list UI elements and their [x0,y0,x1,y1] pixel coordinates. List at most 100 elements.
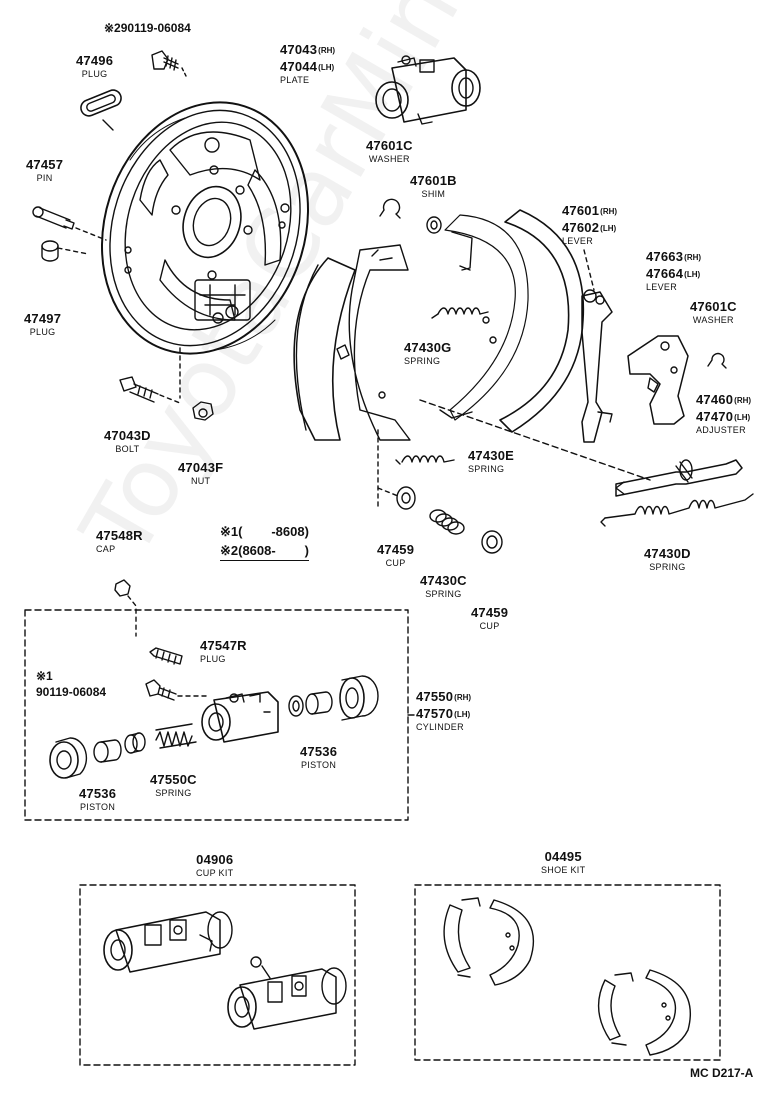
washer-1-name: WASHER [368,154,410,164]
adjuster-suffix-rh: (RH) [734,396,752,405]
plug-47496-number: 47496 [76,53,114,68]
bolt-inner-number: 90119-06084 [36,685,107,699]
lever-47663-drawing [627,335,689,425]
bolt-inner-mark: ※1 [36,669,53,683]
plug-47547r-number: 47547R [200,638,247,653]
label-cup-2: 47459 CUP [471,605,508,631]
brake-shoe-right-drawing [439,209,585,433]
cap-name: CAP [96,544,116,554]
spring-c-number: 47430C [420,573,467,588]
washer-47601c-right-drawing [707,352,727,369]
plug-47497-number: 47497 [24,311,62,326]
legend-row1-mark: ※1 [220,524,239,539]
adjuster-number-rh: 47460 [696,392,734,407]
label-plug-47547r: 47547R PLUG [200,638,247,664]
lever-2-number-rh: 47663 [646,249,684,264]
nut-47043f-drawing [192,401,214,421]
cup-kit-name: CUP KIT [196,868,234,878]
bolt-47043d-drawing [119,347,181,404]
cup-kit-cylinder-2-drawing [227,956,347,1030]
shoe-kit-name: SHOE KIT [541,865,586,875]
plug-47547r-name: PLUG [200,654,226,664]
washer-2-number: 47601C [690,299,737,314]
plate-suffix-lh: (LH) [318,63,335,72]
piston-right-drawing [288,675,379,721]
plug-47547r-drawing [149,647,183,665]
shoe-kit-box [414,884,721,1061]
washer-47601c-drawing [379,198,401,219]
spring-c-name: SPRING [425,589,462,599]
piston-left-drawing [49,732,146,779]
piston-1-number: 47536 [79,786,117,801]
cup-kit-box [79,884,356,1066]
bolt-top-number: 90119-06084 [120,21,191,35]
label-spring-47550c: 47550C SPRING [150,772,197,798]
plate-name: PLATE [280,75,310,85]
shoe-kit-pair-2-drawing [597,969,692,1056]
cap-47548r-drawing [114,579,137,637]
label-washer-2: 47601C WASHER [690,299,737,325]
adjuster-name: ADJUSTER [696,425,746,435]
spring-e-name: SPRING [468,464,505,474]
plug-47497-name: PLUG [29,327,56,337]
label-piston-1: 47536 PISTON [79,786,116,812]
label-shim: 47601B SHIM [410,173,457,199]
spring-47550c-number: 47550C [150,772,197,787]
lever-2-suffix-lh: (LH) [684,270,701,279]
plug-47497-drawing [41,240,89,262]
spring-47430e-drawing [395,455,455,465]
piston-1-name: PISTON [80,802,116,812]
spring-d-name: SPRING [649,562,686,572]
shim-number: 47601B [410,173,457,188]
cup-2-number: 47459 [471,605,509,620]
label-bolt-top: ※290119-06084 [104,20,191,36]
cylinder-body-drawing [201,691,279,743]
brake-shoe-left-drawing [293,244,411,441]
lever-2-name: LEVER [646,282,678,292]
plug-47496-name: PLUG [81,69,108,79]
label-spring-c: 47430C SPRING [420,573,467,599]
plate-suffix-rh: (RH) [318,46,336,55]
shoe-kit-number: 04495 [544,849,582,864]
label-cup-1: 47459 CUP [377,542,414,568]
cup-1-number: 47459 [377,542,415,557]
washer-2-name: WASHER [692,315,734,325]
diagram-code: MC D217-A [690,1066,754,1080]
plug-47496-drawing [80,89,122,117]
label-spring-e: 47430E SPRING [468,448,514,474]
cup-2-name: CUP [479,621,500,631]
legend-row2-text: (8608- ) [238,543,309,558]
label-shoe-kit: 04495 SHOE KIT [541,849,585,875]
spring-47550c-name: SPRING [155,788,192,798]
spring-d-number: 47430D [644,546,691,561]
lever-1-suffix-rh: (RH) [600,207,618,216]
label-washer-1: 47601C WASHER [366,138,413,164]
nut-number: 47043F [178,460,224,475]
spring-g-number: 47430G [404,340,452,355]
spring-e-number: 47430E [468,448,515,463]
bolt-47043d-number: 47043D [104,428,151,443]
plate-number-lh: 47044 [280,59,318,74]
label-cap: 47548R CAP [96,528,143,554]
cylinder-suffix-rh: (RH) [454,693,472,702]
cup-47459-2-drawing [481,530,503,554]
label-plug-47496: 47496 PLUG [76,53,113,79]
piston-2-number: 47536 [300,744,338,759]
cylinder-name: CYLINDER [416,722,464,732]
plate-number-rh: 47043 [280,42,318,57]
washer-1-number: 47601C [366,138,413,153]
cup-1-name: CUP [385,558,406,568]
lever-1-number-lh: 47602 [562,220,600,235]
piston-2-name: PISTON [301,760,337,770]
backing-plate-drawing [100,101,310,355]
bolt-90119-top-drawing [151,50,187,77]
cup-47459-drawing [377,429,416,511]
spring-47430g-drawing [431,307,489,319]
shoe-kit-pair-1-drawing [443,897,535,986]
bolt-47043d-name: BOLT [115,444,140,454]
bolt-90119-inner-drawing [145,679,209,701]
label-cylinder: 47550(RH) 47570(LH) CYLINDER [416,689,471,732]
pin-name: PIN [36,173,53,183]
nut-name: NUT [190,476,211,486]
